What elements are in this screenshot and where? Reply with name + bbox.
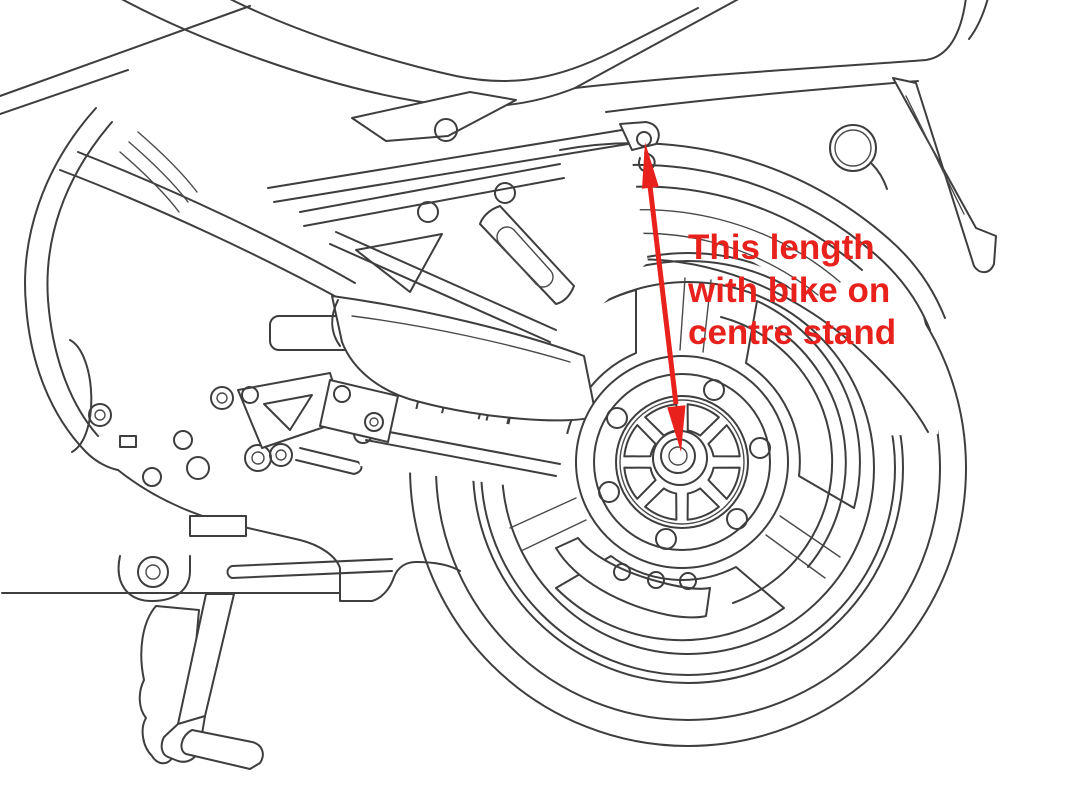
annotation-line-2: with bike on	[687, 271, 890, 310]
arrowhead-top	[642, 142, 659, 189]
tail-bodywork	[0, 0, 989, 115]
subframe	[267, 91, 660, 344]
annotation-line-3: centre stand	[688, 313, 896, 352]
swingarm	[319, 295, 604, 498]
measurement-annotation: This length with bike on centre stand	[642, 142, 896, 452]
frame-and-engine	[24, 107, 363, 593]
measurement-arrow-shaft	[647, 185, 679, 405]
subframe-bolt-hole	[636, 131, 652, 147]
turn-signal-mount	[829, 124, 877, 172]
final-drive-hub	[555, 316, 847, 619]
annotation-line-1: This length	[688, 228, 875, 267]
fender-stay	[829, 77, 997, 274]
stand-pedal	[180, 729, 264, 770]
centre-stand	[1, 555, 461, 770]
arrowhead-bottom	[667, 405, 686, 452]
side-stand	[138, 605, 200, 765]
stand-stopper	[189, 515, 247, 537]
